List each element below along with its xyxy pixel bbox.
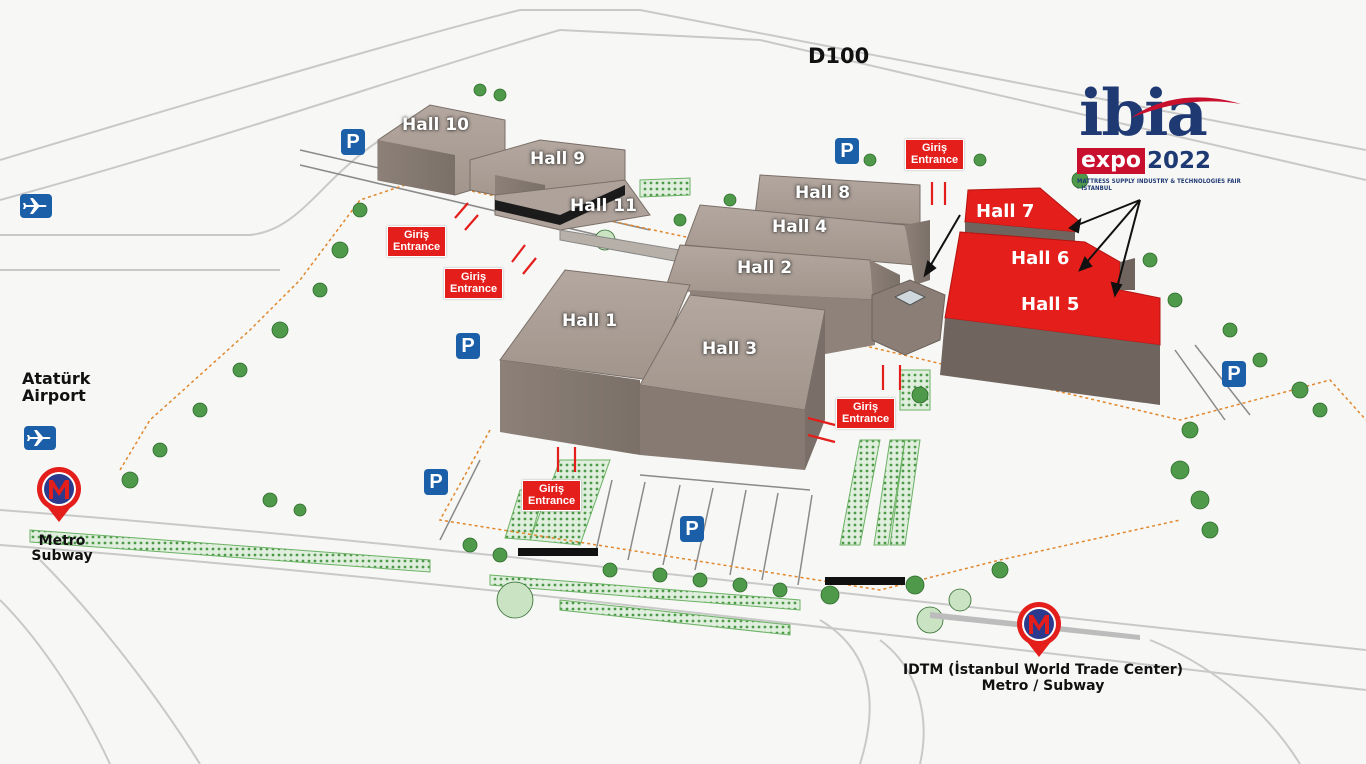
entrance-arrows	[454, 182, 947, 472]
entrance-label-en: Entrance	[842, 413, 890, 425]
parking-icon[interactable]: P	[424, 469, 448, 495]
entrance-badge-hall-3-east[interactable]: Giriş Entrance	[836, 398, 896, 429]
building-connector	[871, 279, 946, 356]
hall-11-label[interactable]: Hall 11	[570, 196, 637, 216]
metro-icon[interactable]	[36, 466, 82, 522]
logo-swoosh-icon	[1131, 97, 1241, 118]
hall-4-label[interactable]: Hall 4	[772, 217, 828, 237]
ibia-expo-logo: ibia expo 2022 MATTRESS SUPPLY INDUSTRY …	[1073, 82, 1243, 198]
entrance-label-tr: Giriş	[404, 229, 430, 241]
entrance-label-tr: Giriş	[539, 483, 565, 495]
entrance-badge-hall-1-south[interactable]: Giriş Entrance	[522, 480, 582, 511]
building-hall-1	[499, 269, 691, 455]
metro-left-label: Metro Subway	[30, 534, 94, 564]
metro-right-label-line2: Metro / Subway	[981, 678, 1105, 694]
logo-year: 2022	[1146, 148, 1211, 174]
logo-expo-word: expo	[1077, 148, 1145, 174]
logo-pointer-arrows	[923, 199, 1141, 298]
metro-right-label: IDTM (İstanbul World Trade Center) Metro…	[895, 662, 1191, 694]
hall-3-label[interactable]: Hall 3	[702, 339, 758, 359]
walkway-arrows	[518, 548, 905, 585]
trees	[121, 83, 1328, 634]
entrance-label-en: Entrance	[450, 283, 498, 295]
airport-label-line2: Airport	[22, 386, 86, 405]
entrance-badge-hall-8[interactable]: Giriş Entrance	[905, 139, 965, 170]
hall-6-label[interactable]: Hall 6	[1011, 248, 1070, 269]
airplane-icon	[24, 426, 56, 450]
parking-icon[interactable]: P	[680, 516, 704, 542]
hall-10-label[interactable]: Hall 10	[402, 115, 469, 135]
entrance-label-en: Entrance	[528, 495, 576, 507]
parking-icon[interactable]: P	[1222, 361, 1246, 387]
logo-word: ibia	[1079, 76, 1208, 151]
hall-7-label[interactable]: Hall 7	[976, 201, 1035, 222]
roads	[0, 9, 1366, 764]
entrance-badge-hall-2-north[interactable]: Giriş Entrance	[444, 268, 504, 299]
entrance-label-en: Entrance	[393, 241, 441, 253]
metro-icon[interactable]	[1016, 601, 1062, 657]
airport-label: Atatürk Airport	[22, 370, 90, 404]
metro-right-label-line1: IDTM (İstanbul World Trade Center)	[902, 662, 1184, 678]
parking-icon[interactable]: P	[835, 138, 859, 164]
entrance-label-tr: Giriş	[853, 401, 879, 413]
metro-left-label-line2: Subway	[31, 548, 93, 564]
building-hall-6-5	[940, 231, 1161, 405]
entrance-label-en: Entrance	[911, 154, 959, 166]
hall-2-label[interactable]: Hall 2	[737, 258, 793, 278]
building-hall-3	[639, 294, 826, 470]
parking-icon[interactable]: P	[456, 333, 480, 359]
hall-1-label[interactable]: Hall 1	[562, 311, 618, 331]
airplane-icon	[20, 194, 52, 218]
logo-expo: expo 2022	[1077, 148, 1211, 174]
parking-icon[interactable]: P	[341, 129, 365, 155]
hall-8-label[interactable]: Hall 8	[795, 183, 851, 203]
entrance-label-tr: Giriş	[461, 271, 487, 283]
building-hall-11	[494, 179, 681, 263]
road-label-d100: D100	[808, 44, 870, 68]
entrance-label-tr: Giriş	[922, 142, 948, 154]
entrance-badge-hall-11[interactable]: Giriş Entrance	[387, 226, 447, 257]
metro-left-label-line1: Metro	[38, 533, 86, 549]
airport-label-line1: Atatürk	[22, 369, 91, 388]
logo-tagline: MATTRESS SUPPLY INDUSTRY & TECHNOLOGIES …	[1077, 178, 1241, 192]
hall-5-label[interactable]: Hall 5	[1021, 294, 1080, 315]
hall-9-label[interactable]: Hall 9	[530, 149, 586, 169]
